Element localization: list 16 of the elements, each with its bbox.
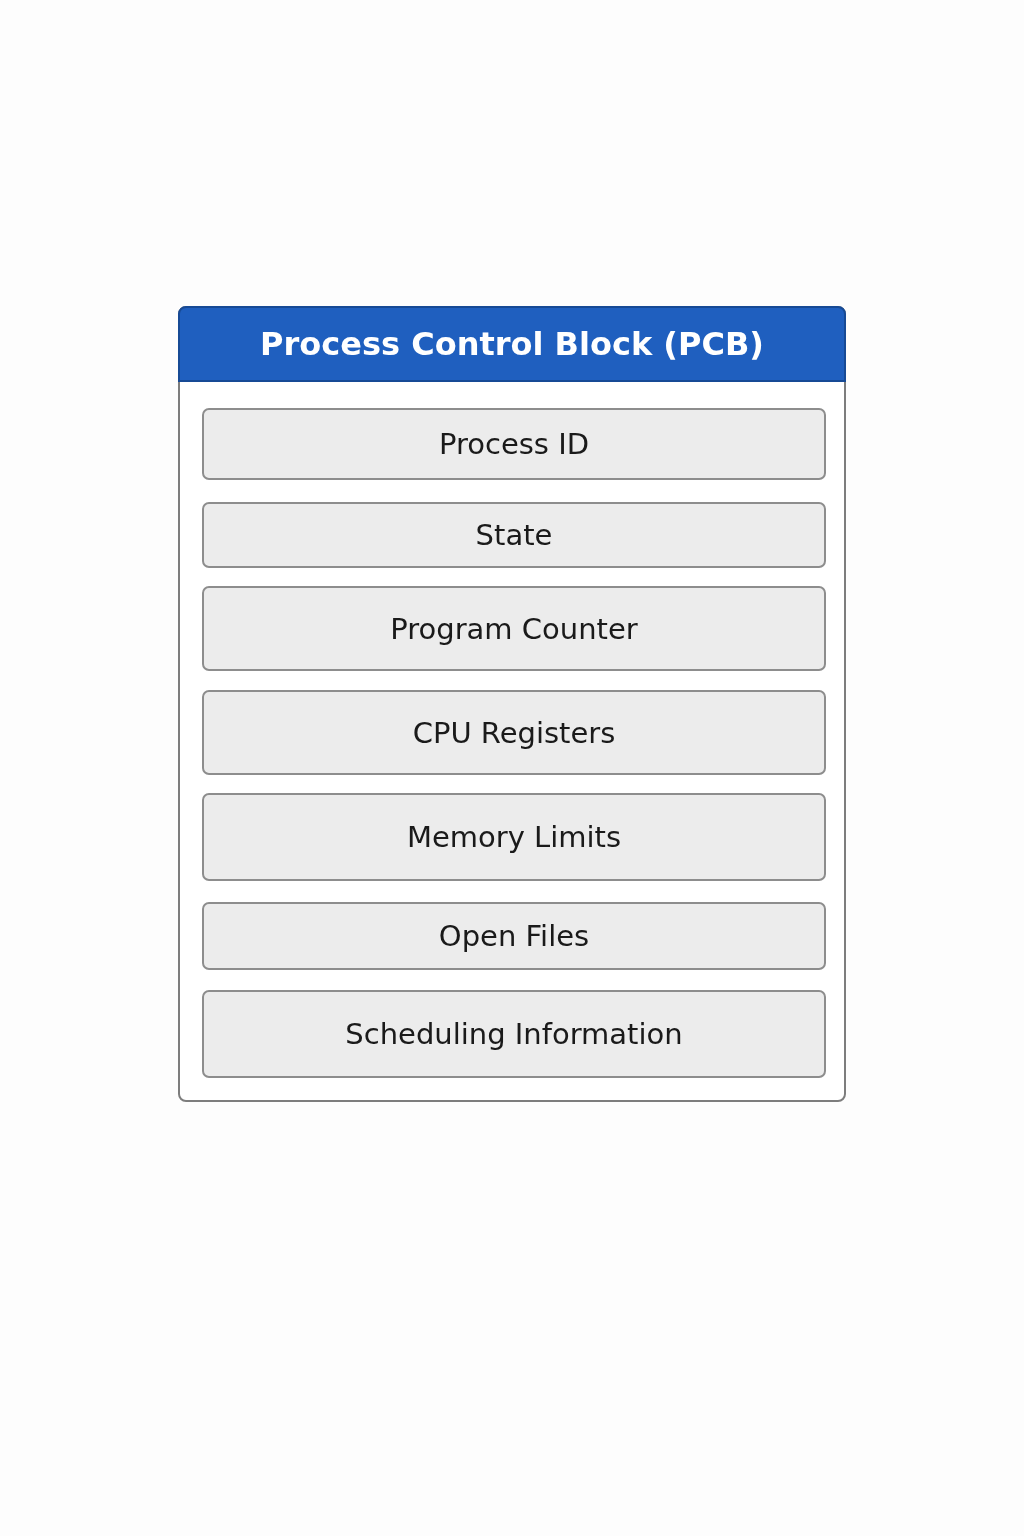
field-label: Memory Limits bbox=[406, 820, 622, 854]
field-box bbox=[202, 586, 826, 671]
field-box bbox=[202, 502, 826, 568]
field-label: Process ID bbox=[438, 427, 590, 461]
field-label: CPU Registers bbox=[412, 715, 616, 750]
field-label: State bbox=[475, 518, 553, 552]
field-box bbox=[202, 408, 826, 480]
field-label: Program Counter bbox=[390, 611, 638, 646]
field-label: Open Files bbox=[438, 919, 590, 953]
container-panel bbox=[178, 306, 846, 1102]
field-box bbox=[202, 690, 826, 775]
field-box bbox=[202, 793, 826, 881]
panel-title: Process Control Block (PCB) bbox=[260, 325, 764, 363]
field-box bbox=[202, 902, 826, 970]
field-label: Scheduling Information bbox=[345, 1017, 683, 1051]
field-box bbox=[202, 990, 826, 1078]
